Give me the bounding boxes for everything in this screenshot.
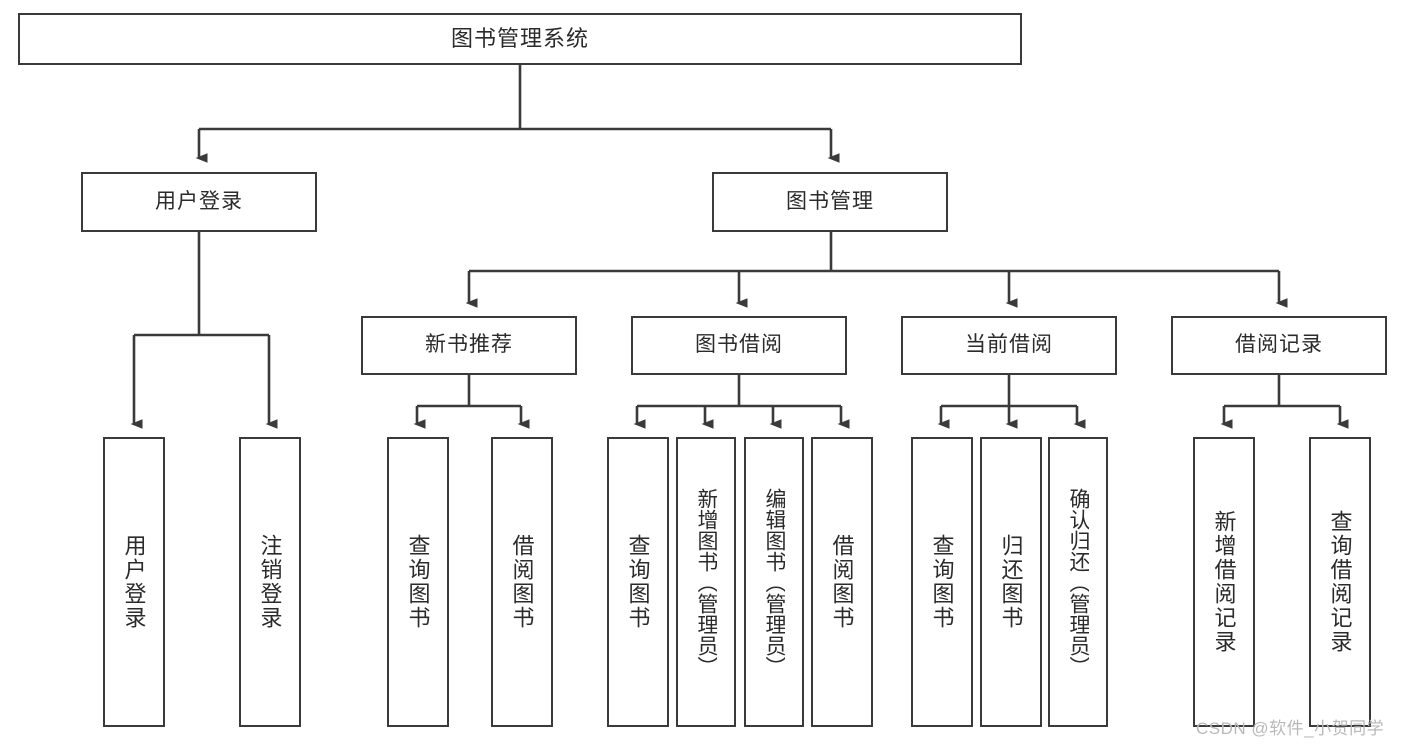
- node-label: 注销登录: [258, 534, 282, 630]
- node-borrow-record[interactable]: 借阅记录: [1171, 316, 1387, 375]
- node-label: 用户登录: [155, 189, 243, 213]
- leaf-user-login-signout[interactable]: 注销登录: [239, 437, 301, 727]
- leaf-recommend-query-book[interactable]: 查询图书: [387, 437, 449, 727]
- node-book-borrow[interactable]: 图书借阅: [631, 316, 847, 375]
- leaf-borrow-query-book[interactable]: 查询图书: [607, 437, 669, 727]
- leaf-record-add-record[interactable]: 新增借阅记录: [1193, 437, 1255, 727]
- node-new-book-recommend[interactable]: 新书推荐: [361, 316, 577, 375]
- node-label: 借阅图书: [830, 534, 854, 630]
- node-label: 查询图书: [626, 534, 650, 630]
- node-label: 图书管理系统: [450, 26, 589, 52]
- node-label: 查询图书: [930, 534, 954, 630]
- leaf-current-confirm-return-admin[interactable]: 确认归还（管理员）: [1048, 437, 1108, 727]
- node-label: 借阅记录: [1235, 333, 1323, 357]
- node-label: 当前借阅: [965, 333, 1053, 357]
- leaf-recommend-borrow-book[interactable]: 借阅图书: [491, 437, 553, 727]
- node-label: 图书管理: [786, 189, 874, 213]
- node-label: 编辑图书（管理员）: [763, 487, 786, 677]
- leaf-current-return-book[interactable]: 归还图书: [980, 437, 1042, 727]
- node-label: 查询借阅记录: [1328, 510, 1352, 654]
- node-label: 确认归还（管理员）: [1067, 487, 1090, 677]
- leaf-borrow-edit-book-admin[interactable]: 编辑图书（管理员）: [744, 437, 804, 727]
- node-label: 新书推荐: [425, 333, 513, 357]
- node-label: 图书借阅: [695, 333, 783, 357]
- node-label: 新增借阅记录: [1212, 510, 1236, 654]
- node-label: 归还图书: [999, 534, 1023, 630]
- node-label: 查询图书: [406, 534, 430, 630]
- node-label: 借阅图书: [510, 534, 534, 630]
- node-current-borrow[interactable]: 当前借阅: [901, 316, 1117, 375]
- node-book-management[interactable]: 图书管理: [712, 172, 948, 232]
- node-label: 用户登录: [122, 534, 146, 630]
- node-root-book-management-system[interactable]: 图书管理系统: [18, 13, 1022, 65]
- leaf-record-query-record[interactable]: 查询借阅记录: [1309, 437, 1371, 727]
- node-label: 新增图书（管理员）: [695, 487, 718, 677]
- leaf-user-login-signin[interactable]: 用户登录: [103, 437, 165, 727]
- node-user-login[interactable]: 用户登录: [81, 172, 317, 232]
- leaf-borrow-borrow-book[interactable]: 借阅图书: [811, 437, 873, 727]
- leaf-current-query-book[interactable]: 查询图书: [911, 437, 973, 727]
- leaf-borrow-add-book-admin[interactable]: 新增图书（管理员）: [676, 437, 736, 727]
